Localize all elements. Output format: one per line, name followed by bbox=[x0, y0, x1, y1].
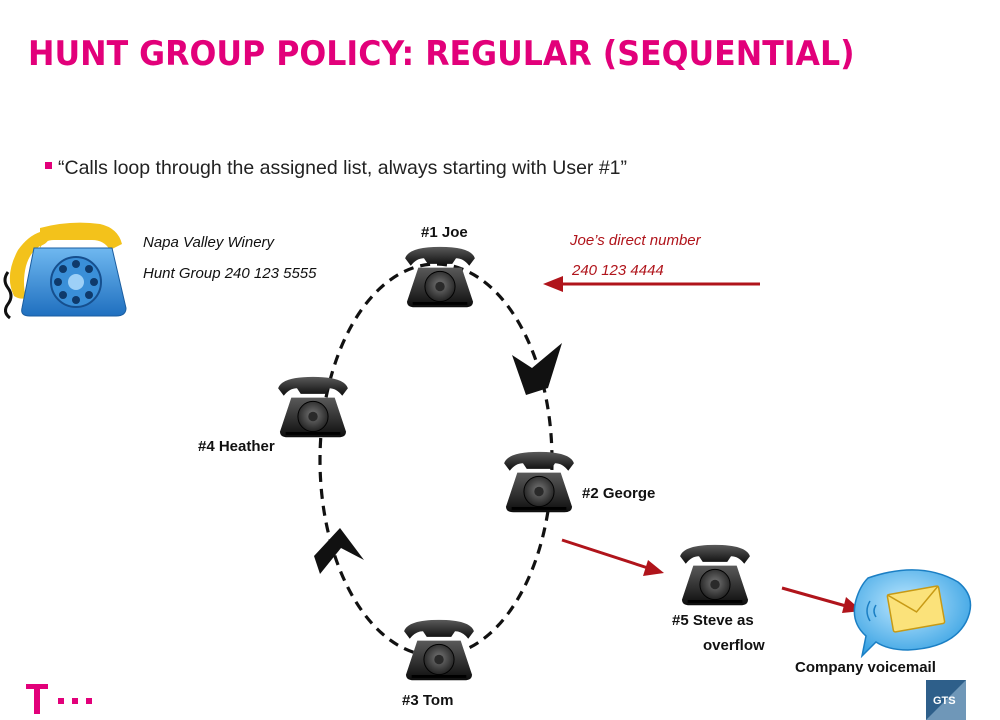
company-name-label: Napa Valley Winery bbox=[143, 234, 276, 251]
rotary-telephone-icon-george bbox=[502, 450, 576, 514]
voicemail-arrow bbox=[781, 586, 847, 608]
member-label-joe: #1 Joe bbox=[421, 224, 468, 241]
bullet-text: “Calls loop through the assigned list, a… bbox=[58, 157, 628, 179]
svg-text:GTS: GTS bbox=[933, 695, 956, 707]
rotary-telephone-icon-joe bbox=[403, 245, 477, 309]
slide-title: HUNT GROUP POLICY: REGULAR (SEQUENTIAL) bbox=[28, 34, 855, 74]
loop-direction-chevron-up bbox=[314, 528, 364, 574]
gts-logo: GTS bbox=[926, 680, 966, 720]
overflow-label-line2: overflow bbox=[703, 637, 765, 654]
bullet-marker bbox=[45, 162, 52, 169]
brand-logo bbox=[26, 684, 92, 714]
envelope-speech-bubble-icon bbox=[853, 569, 972, 659]
member-label-tom: #3 Tom bbox=[402, 692, 453, 709]
rotary-telephone-icon-tom bbox=[402, 618, 476, 682]
direct-number-title-label: Joe’s direct number bbox=[569, 232, 702, 249]
loop-direction-chevron-down bbox=[512, 343, 562, 395]
member-label-george: #2 George bbox=[582, 485, 655, 502]
voicemail-label: Company voicemail bbox=[795, 659, 936, 676]
direct-number-arrowhead bbox=[543, 276, 563, 292]
blue-rotary-telephone-icon bbox=[3, 222, 127, 320]
hunt-group-number-label: Hunt Group 240 123 5555 bbox=[143, 265, 317, 282]
rotary-telephone-icon-heather bbox=[276, 375, 350, 439]
overflow-arrow bbox=[561, 538, 649, 570]
bullet-item: “Calls loop through the assigned list, a… bbox=[45, 157, 627, 180]
overflow-arrowhead bbox=[643, 560, 664, 576]
direct-number-value-label: 240 123 4444 bbox=[571, 262, 664, 279]
member-label-heather: #4 Heather bbox=[198, 438, 275, 455]
overflow-label-line1: #5 Steve as bbox=[672, 612, 754, 629]
rotary-telephone-icon-steve bbox=[678, 543, 752, 607]
